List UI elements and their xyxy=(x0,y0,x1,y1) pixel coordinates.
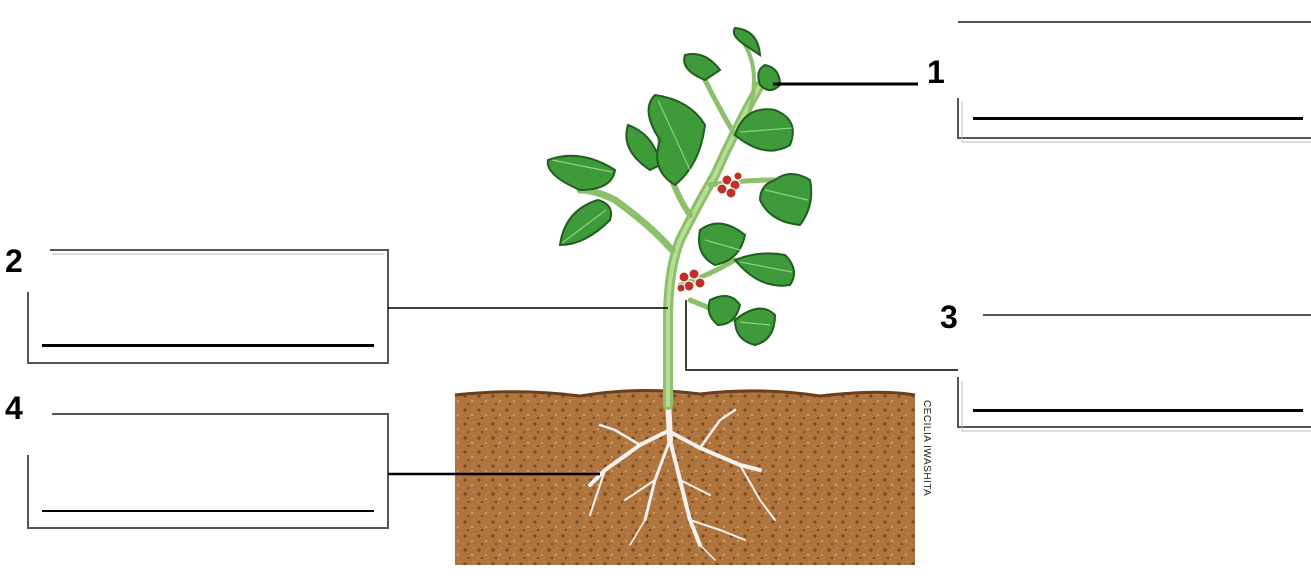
illustrator-credit: CECILIA IWASHITA xyxy=(921,400,932,496)
stem xyxy=(580,45,775,405)
label-number-4: 4 xyxy=(5,392,23,424)
answer-line-3[interactable] xyxy=(973,409,1303,412)
answer-box-1 xyxy=(958,22,1311,142)
answer-line-2[interactable] xyxy=(42,344,374,347)
leaves xyxy=(548,28,811,345)
flower-cluster-upper xyxy=(717,172,742,198)
answer-line-1[interactable] xyxy=(973,117,1303,120)
label-number-2: 2 xyxy=(5,245,23,277)
answer-line-4[interactable] xyxy=(42,510,374,512)
label-number-3: 3 xyxy=(940,301,958,333)
answer-box-3 xyxy=(958,315,1311,431)
label-number-1: 1 xyxy=(927,56,945,88)
soil xyxy=(455,390,915,565)
